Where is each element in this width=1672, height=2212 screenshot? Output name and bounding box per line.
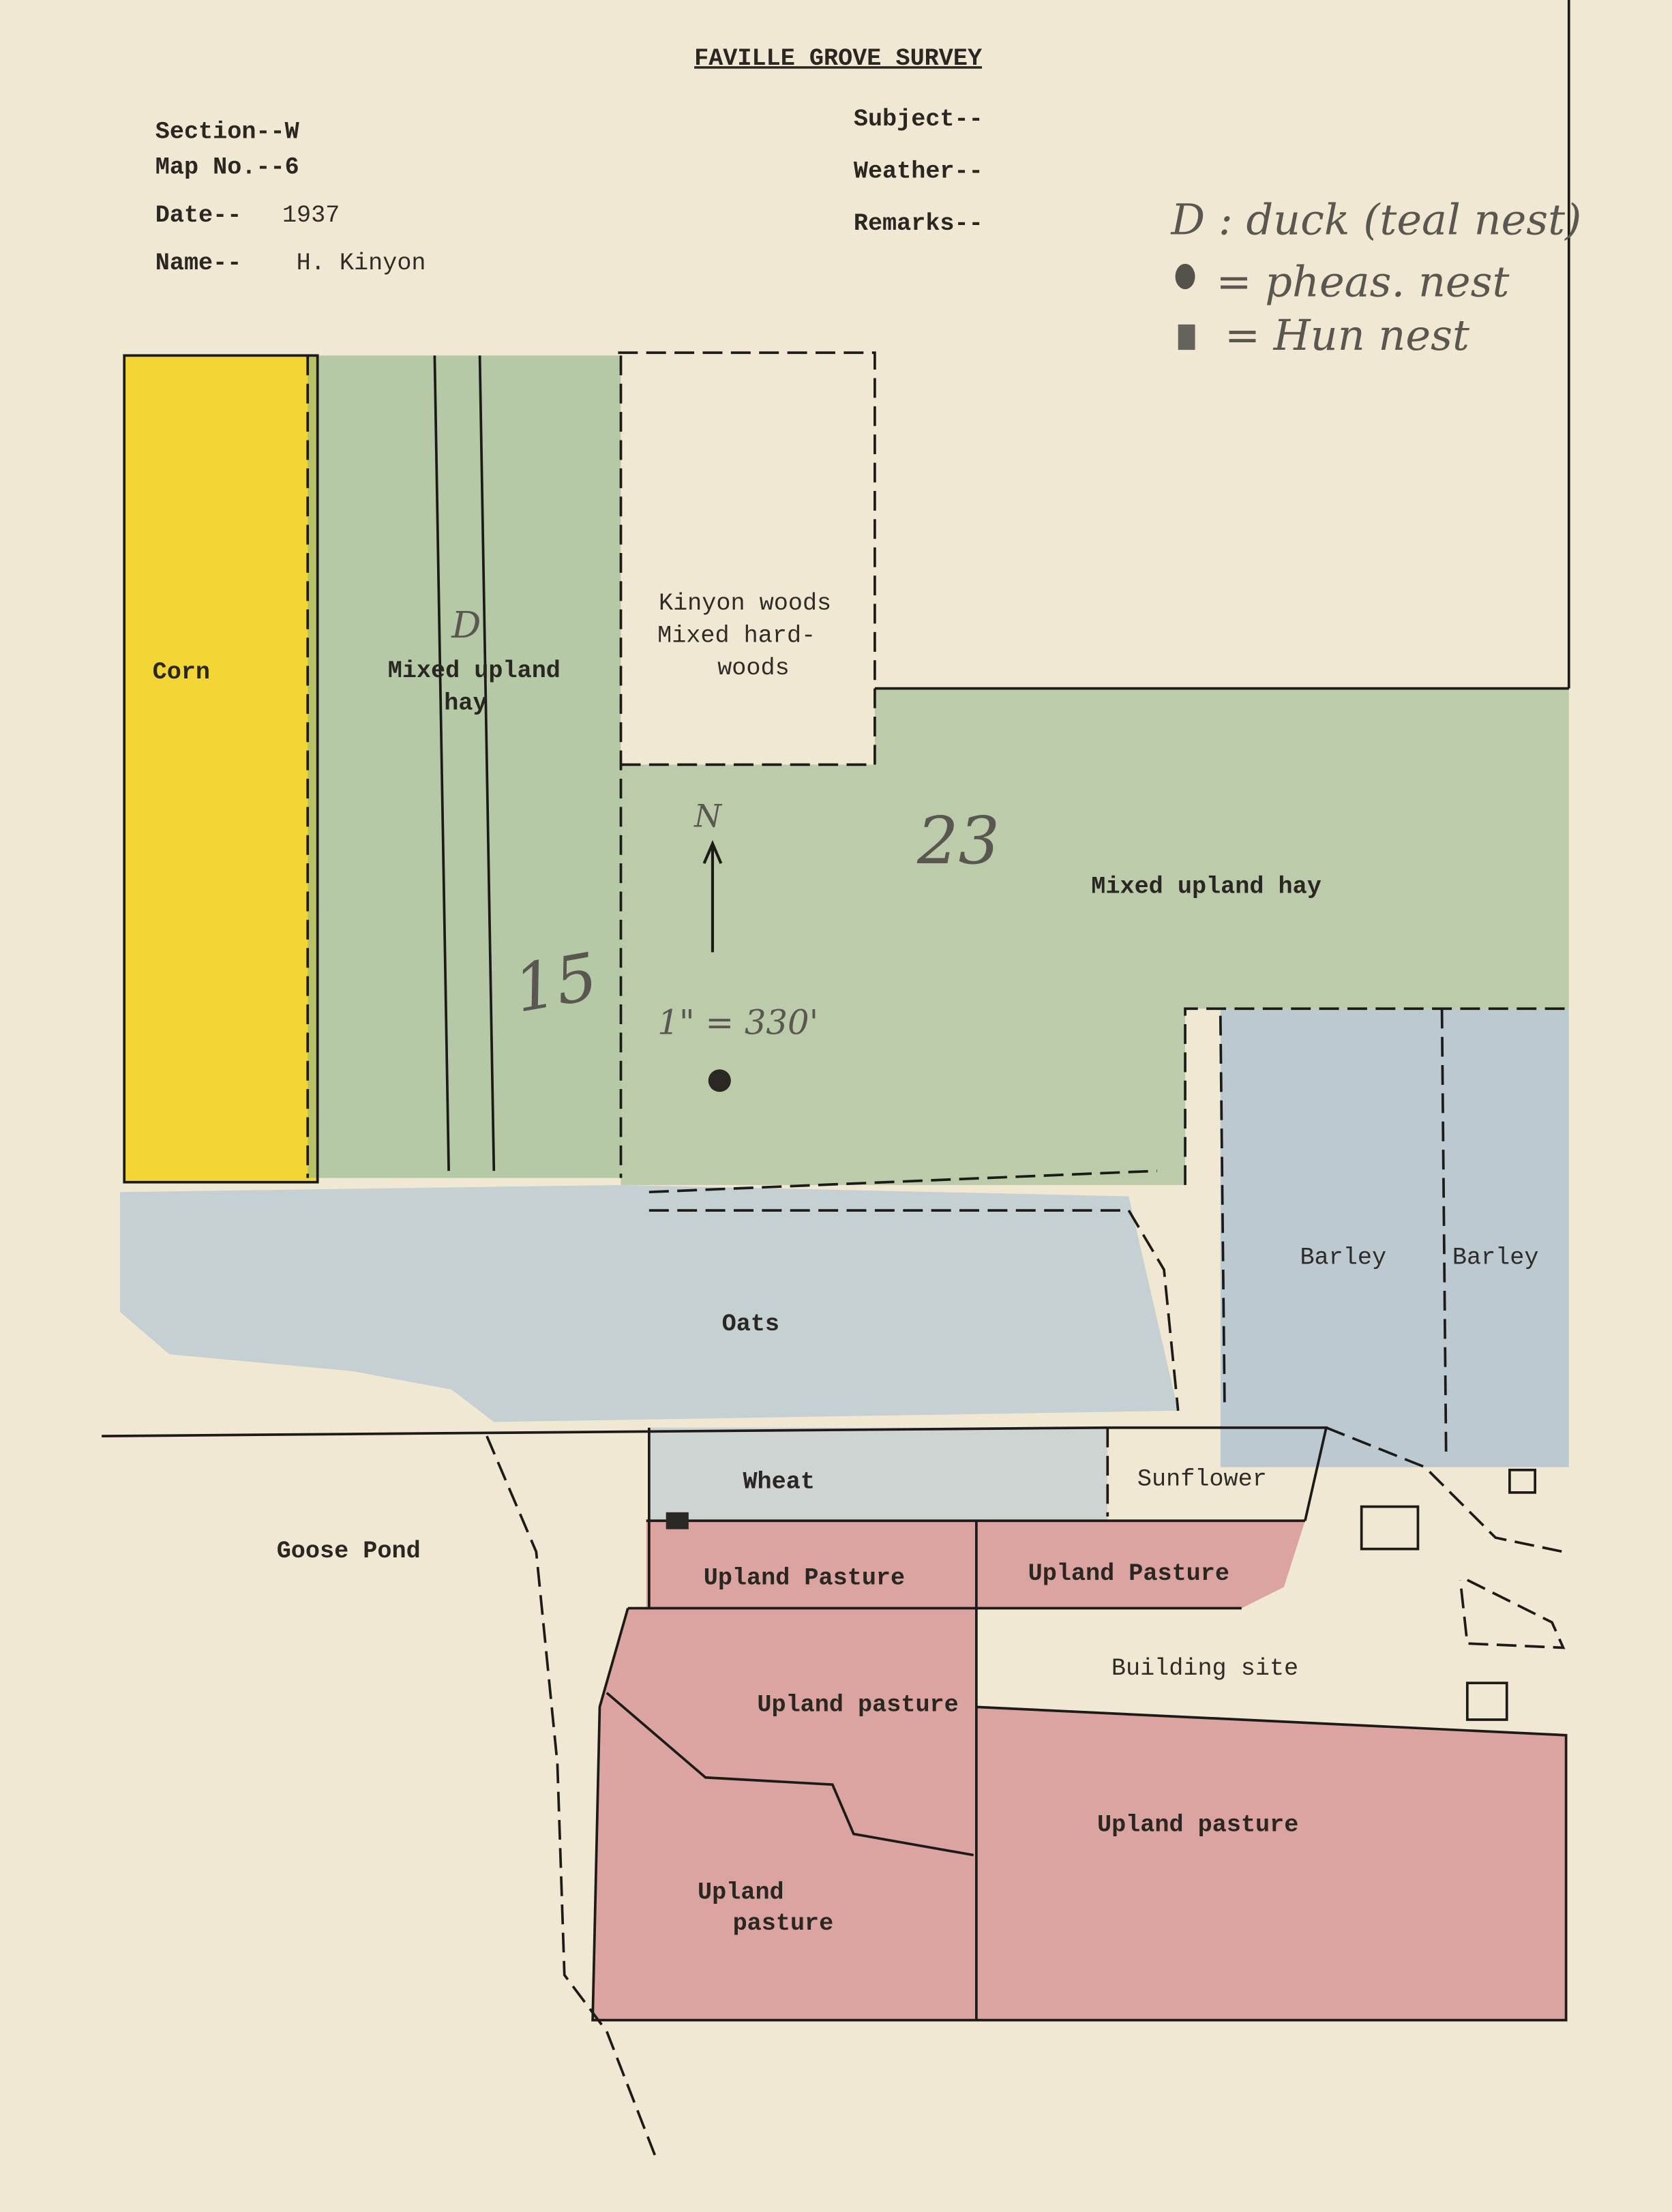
label-barley-2: Barley	[1452, 1244, 1539, 1272]
scale-label: 1" = 330'	[657, 1002, 818, 1042]
barley-field	[1220, 1008, 1569, 1467]
wheat-field	[648, 1427, 1108, 1521]
label-sunflower: Sunflower	[1137, 1466, 1267, 1493]
date-label: Date--	[155, 202, 242, 229]
label-upland-pasture-5a: Upland	[698, 1879, 784, 1907]
label-oats: Oats	[722, 1311, 779, 1338]
label-upland-pasture-2: Upland Pasture	[1028, 1560, 1229, 1587]
pheasant-nest-marker	[708, 1069, 731, 1092]
section-field: Section--W	[155, 119, 300, 146]
hun-legend-icon	[1178, 324, 1195, 350]
north-label: N	[693, 798, 723, 834]
label-corn: Corn	[153, 659, 210, 686]
hay-field-left	[308, 355, 621, 1178]
label-upland-pasture-3: Upland pasture	[757, 1692, 958, 1719]
remarks-field: Remarks--	[854, 210, 983, 237]
label-upland-pasture-5b: pasture	[733, 1910, 834, 1937]
map-number-field: Map No.--6	[155, 153, 299, 181]
name-label: Name--	[155, 250, 242, 277]
woods-boundary	[618, 351, 876, 766]
corn-field	[124, 355, 318, 1182]
label-woods-1: Kinyon woods	[659, 590, 831, 617]
field-number: 23	[916, 804, 1000, 879]
label-woods-3: woods	[717, 655, 790, 682]
pheasant-legend-icon	[1175, 263, 1195, 290]
label-hay-left-2: hay	[444, 690, 487, 717]
label-hay-left-1: Mixed upland	[388, 657, 561, 685]
label-upland-pasture-4: Upland pasture	[1097, 1811, 1298, 1838]
document-title: FAVILLE GROVE SURVEY	[694, 45, 983, 72]
label-woods-2: Mixed hard-	[657, 622, 816, 649]
label-upland-pasture-1: Upland Pasture	[704, 1564, 905, 1591]
legend-duck: D : duck (teal nest)	[1170, 194, 1581, 244]
hun-nest-marker	[666, 1512, 689, 1529]
oats-field	[120, 1184, 1178, 1422]
legend-hun: = Hun nest	[1225, 310, 1470, 360]
label-hay-main: Mixed upland hay	[1091, 873, 1322, 901]
label-building-site: Building site	[1111, 1655, 1298, 1682]
legend-pheasant: = pheas. nest	[1216, 256, 1510, 306]
date-value: 1937	[282, 202, 340, 229]
subject-field: Subject--	[854, 106, 983, 133]
label-barley-1: Barley	[1300, 1244, 1386, 1272]
hay-field-main	[621, 688, 1569, 1185]
duck-nest-mark: D	[451, 603, 481, 646]
name-value: H. Kinyon	[297, 250, 426, 277]
field-number-left: 15	[509, 939, 603, 1027]
weather-field: Weather--	[854, 158, 983, 185]
label-wheat: Wheat	[743, 1469, 815, 1496]
label-goose-pond: Goose Pond	[277, 1538, 421, 1565]
upland-pasture-lower	[593, 1608, 1566, 2020]
